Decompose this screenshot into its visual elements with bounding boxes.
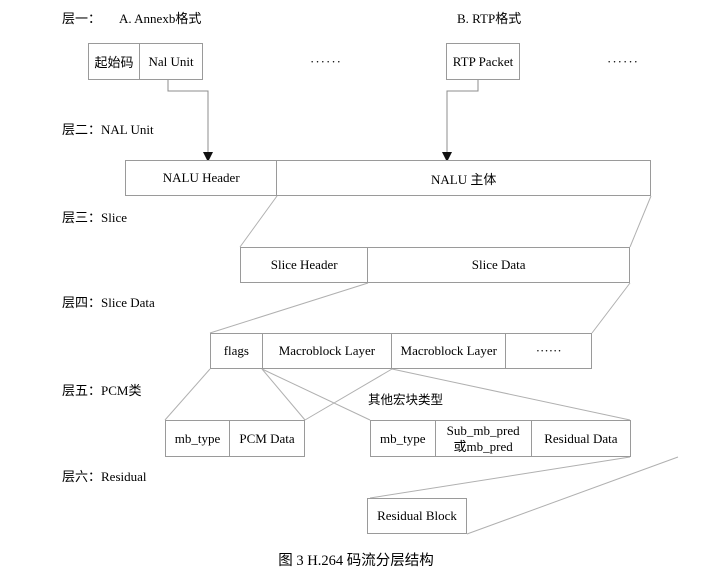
slice-data-row: flags Macroblock Layer Macroblock Layer … bbox=[210, 333, 592, 369]
connector-nalunit-to-nalu bbox=[167, 80, 209, 154]
cell-macroblock-ellipsis: ······ bbox=[506, 334, 591, 368]
cell-nal-unit[interactable]: Nal Unit bbox=[140, 44, 202, 79]
cell-other-mb-type[interactable]: mb_type bbox=[371, 421, 436, 456]
annexb-format-title: A. Annexb格式 bbox=[119, 11, 202, 26]
layer-label-2: 层二：NAL Unit bbox=[62, 122, 154, 137]
cell-pcm-data[interactable]: PCM Data bbox=[230, 421, 304, 456]
layer-label-4: 层四：Slice Data bbox=[62, 295, 155, 310]
rtp-ellipsis: ······ bbox=[607, 54, 639, 69]
rtp-format-title: B. RTP格式 bbox=[457, 11, 522, 26]
annexb-unit-row: 起始码 Nal Unit bbox=[88, 43, 203, 80]
cell-pcm-mb-type[interactable]: mb_type bbox=[166, 421, 231, 456]
nalu-row: NALU Header NALU 主体 bbox=[125, 160, 651, 196]
cell-macroblock-layer-2[interactable]: Macroblock Layer bbox=[392, 334, 507, 368]
residual-row: Residual Block bbox=[367, 498, 467, 534]
layer-label-1: 层一： bbox=[62, 11, 102, 26]
cell-macroblock-layer-1[interactable]: Macroblock Layer bbox=[262, 334, 393, 368]
connector-rtp-to-nalu bbox=[446, 80, 479, 154]
cell-slice-header[interactable]: Slice Header bbox=[241, 248, 369, 282]
connector-mb-to-other bbox=[261, 368, 631, 421]
figure-caption: 图 3 H.264 码流分层结构 bbox=[278, 553, 434, 569]
layer-label-5: 层五：PCM类 bbox=[62, 383, 142, 398]
cell-residual-data[interactable]: Residual Data bbox=[531, 421, 630, 456]
other-macroblock-row: mb_type Sub_mb_pred 或mb_pred Residual Da… bbox=[370, 420, 631, 457]
cell-nalu-body[interactable]: NALU 主体 bbox=[277, 161, 650, 195]
rtp-packet-row: RTP Packet bbox=[446, 43, 520, 80]
cell-rtp-packet[interactable]: RTP Packet bbox=[447, 44, 519, 79]
cell-residual-block[interactable]: Residual Block bbox=[368, 499, 466, 533]
pcm-row: mb_type PCM Data bbox=[165, 420, 305, 457]
layer-label-6: 层六：Residual bbox=[62, 469, 147, 484]
cell-sub-mb-pred[interactable]: Sub_mb_pred 或mb_pred bbox=[435, 421, 532, 456]
cell-sub-mb-pred-line2: 或mb_pred bbox=[453, 438, 513, 454]
other-macroblock-note: 其他宏块类型 bbox=[368, 393, 444, 407]
connector-mb-to-pcm bbox=[164, 368, 306, 421]
connector-slicedata-to-mb bbox=[209, 282, 631, 334]
connector-nalubody-to-slice bbox=[239, 195, 652, 248]
annexb-ellipsis: ······ bbox=[310, 54, 342, 69]
cell-sub-mb-pred-line1: Sub_mb_pred bbox=[446, 423, 520, 439]
cell-start-code[interactable]: 起始码 bbox=[89, 44, 141, 79]
cell-flags[interactable]: flags bbox=[211, 334, 263, 368]
layer-label-3: 层三：Slice bbox=[62, 210, 127, 225]
cell-slice-data[interactable]: Slice Data bbox=[368, 248, 629, 282]
cell-nalu-header[interactable]: NALU Header bbox=[126, 161, 278, 195]
slice-row: Slice Header Slice Data bbox=[240, 247, 630, 283]
